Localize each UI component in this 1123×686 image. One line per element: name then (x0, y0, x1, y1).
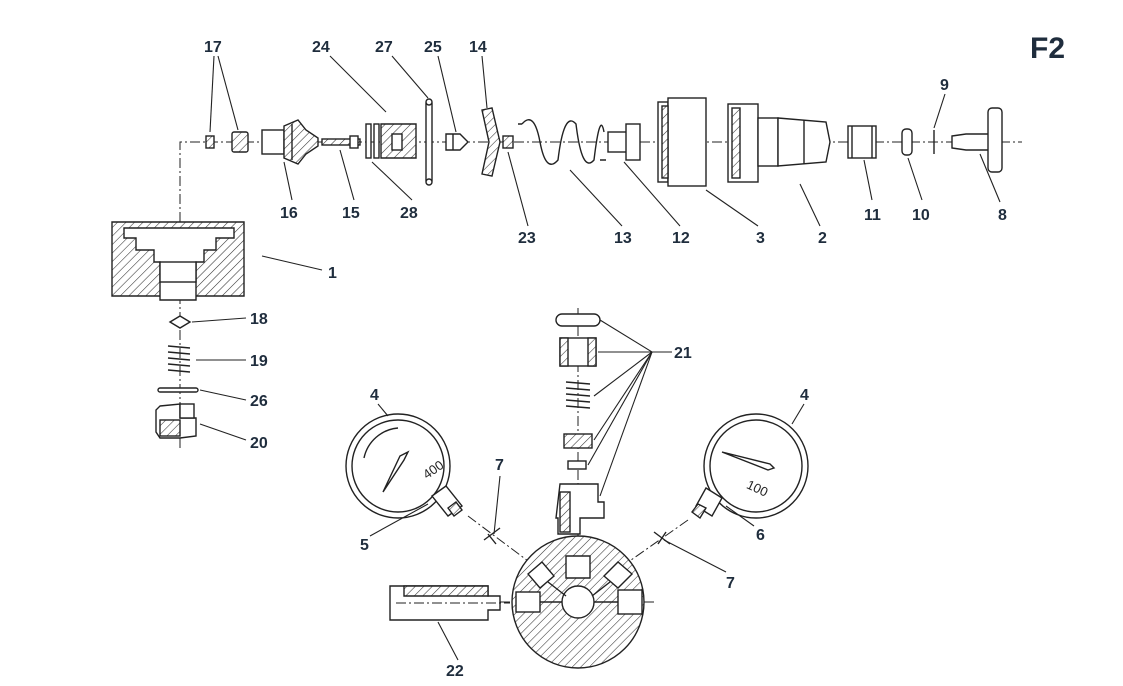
part-21-spring (565, 381, 591, 409)
left-stack-assembly (111, 221, 245, 450)
part-21-valve-body (555, 483, 605, 535)
part-12-piston (607, 123, 641, 161)
label-5: 5 (360, 537, 369, 554)
part-21-piston (563, 433, 593, 449)
left-gauge-stem (430, 485, 464, 517)
part-25-fitting (445, 133, 469, 151)
part-number-labels: 17 24 27 25 14 9 16 15 28 23 13 12 3 2 1… (204, 39, 1007, 680)
label-16: 16 (280, 205, 298, 222)
part-11-nut (847, 125, 877, 159)
part-21-seat (567, 460, 587, 470)
label-2: 2 (818, 230, 827, 247)
label-11: 11 (864, 207, 881, 224)
label-1: 1 (328, 265, 337, 282)
part-24-housing (380, 123, 417, 159)
label-8: 8 (998, 207, 1007, 224)
part-7-seal-left (483, 527, 501, 545)
label-3: 3 (756, 230, 765, 247)
label-10: 10 (912, 207, 930, 224)
main-center-axis (179, 141, 1022, 258)
part-26-washer (157, 387, 199, 393)
part-10-o-ring (901, 128, 913, 156)
center-stack-assembly (555, 308, 605, 535)
label-14: 14 (469, 39, 487, 56)
label-26: 26 (250, 393, 268, 410)
distribution-body (500, 534, 656, 669)
part-13-spring (518, 119, 606, 165)
part-1-cap (111, 221, 245, 301)
part-20-plug (155, 403, 197, 439)
label-18: 18 (250, 311, 268, 328)
left-pressure-gauge: 400 (345, 413, 464, 519)
label-13: 13 (614, 230, 632, 247)
right-gauge-stem (691, 487, 723, 520)
leader-lines (191, 55, 1001, 661)
part-28-washers (365, 123, 380, 159)
part-21-cap (555, 313, 601, 327)
right-pressure-gauge: 100 (691, 413, 809, 520)
label-25: 25 (424, 39, 442, 56)
label-4-left: 4 (370, 387, 379, 404)
label-7-left: 7 (495, 457, 504, 474)
part-2-body (727, 103, 831, 183)
label-21: 21 (674, 345, 692, 362)
label-9: 9 (940, 77, 949, 94)
label-15: 15 (342, 205, 360, 222)
part-3-bonnet (657, 97, 707, 187)
part-18-valve (168, 315, 192, 329)
label-17: 17 (204, 39, 222, 56)
part-19-spring (167, 345, 191, 373)
label-24: 24 (312, 39, 330, 56)
label-22: 22 (446, 663, 464, 680)
part-22-side-plug (389, 585, 510, 621)
label-6: 6 (756, 527, 765, 544)
figure-title: F2 (1030, 32, 1065, 65)
label-19: 19 (250, 353, 268, 370)
part-17-nuts (205, 131, 249, 153)
part-21-nut (559, 337, 597, 367)
label-28: 28 (400, 205, 418, 222)
label-20: 20 (250, 435, 268, 452)
part-8-t-handle (951, 107, 1003, 173)
label-7-right: 7 (726, 575, 735, 592)
part-23-nut (502, 135, 514, 149)
part-27-disc (425, 98, 433, 186)
main-axis-assembly (179, 97, 1022, 258)
part-16-knob (261, 119, 319, 165)
label-27: 27 (375, 39, 393, 56)
part-14-diaphragm (481, 107, 501, 177)
label-23: 23 (518, 230, 536, 247)
part-15-screw (321, 135, 361, 149)
label-4-right: 4 (800, 387, 809, 404)
label-12: 12 (672, 230, 690, 247)
